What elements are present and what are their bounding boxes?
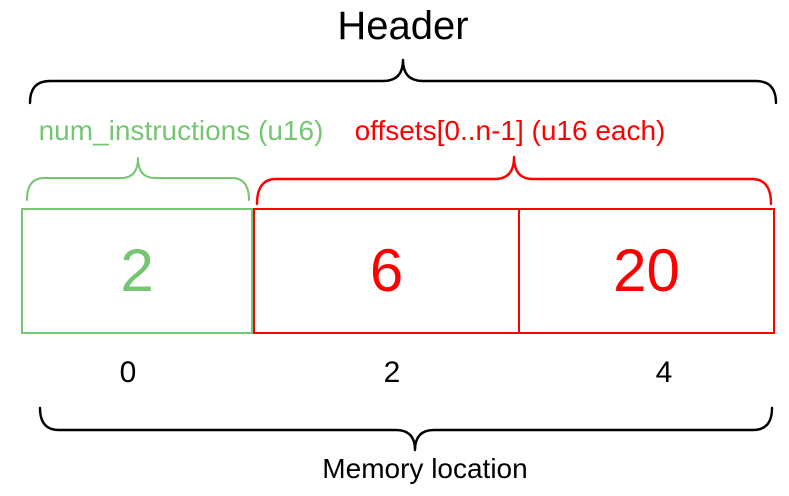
memory-location-2: 2 (383, 356, 401, 389)
diagram-title: Header (337, 4, 469, 48)
cell-value-offset-1: 20 (613, 237, 680, 304)
num-instructions-brace (26, 157, 250, 201)
memory-location-label: Memory location (322, 453, 528, 484)
memory-location-brace (38, 406, 774, 452)
memory-location-4: 4 (655, 356, 673, 389)
num-instructions-label: num_instructions (u16) (38, 115, 324, 146)
cell-value-num-instructions: 2 (120, 237, 154, 304)
offsets-brace (255, 155, 773, 206)
header-brace (28, 58, 778, 105)
cell-value-offset-0: 6 (369, 237, 404, 304)
cells-offsets: 6 20 (253, 208, 775, 334)
cell-offset-1: 20 (520, 210, 773, 332)
offsets-label: offsets[0..n-1] (u16 each) (354, 115, 666, 146)
cell-num-instructions: 2 (21, 208, 253, 334)
cell-offset-0: 6 (255, 210, 520, 332)
memory-location-0: 0 (119, 356, 137, 389)
